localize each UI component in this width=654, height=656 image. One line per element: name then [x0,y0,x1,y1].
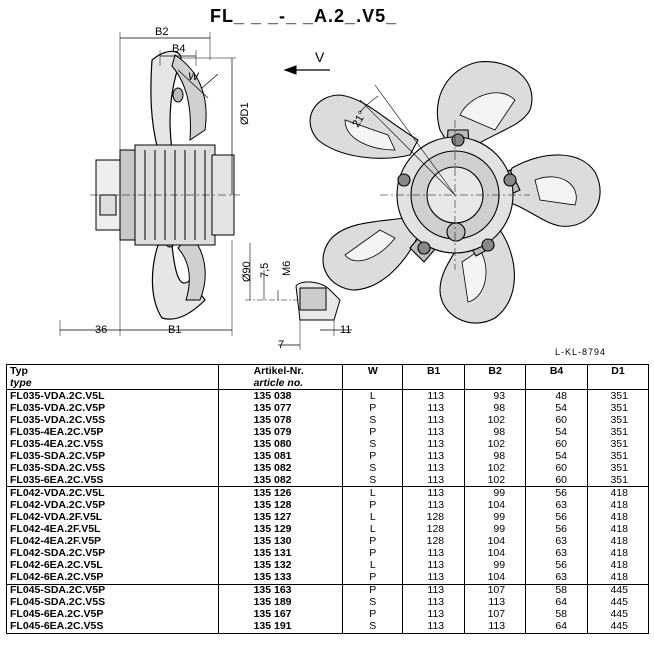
dim-b1-label: B1 [168,324,181,336]
col-header-b2: B2 [464,364,527,377]
col-header-d1: D1 [587,364,649,377]
dim-d90-label: Ø90 [241,261,253,282]
col-header-type-en: type [6,377,219,390]
dim-b2-label: B2 [155,26,168,38]
col-header-typ: Typ [6,364,219,377]
fan-technical-drawing: B2 B4 W ØD1 V 21° Ø90 7,5 M6 36 B1 11 7 [59,26,601,351]
col-header-b4: B4 [525,364,588,377]
dim-d1-label: ØD1 [239,102,251,125]
dim-m6-label: M6 [281,261,293,276]
dim-7-label: 7 [278,339,284,351]
mount-detail [245,243,352,350]
side-view [59,32,330,336]
dim-w-label: W [188,71,200,83]
dim-b4-label: B4 [172,43,185,55]
col-header-b1: B1 [402,364,466,377]
dim-36-label: 36 [95,324,107,336]
spec-table: Typ Artikel-Nr. W B1 B2 B4 D1 type artic… [6,364,649,634]
col-header-art: Artikel-Nr. [218,364,344,377]
spec-table-header: Typ Artikel-Nr. W B1 B2 B4 D1 type artic… [6,364,649,390]
drawing-code: L-KL-8794 [555,347,607,357]
airflow-v-label: V [315,49,325,65]
front-view [309,60,601,324]
col-header-art-en: article no. [218,377,344,390]
col-header-w: W [342,364,404,377]
page-title: FL_ _ _-_ _A.2_.V5_ [210,6,398,26]
dim-d75-label: 7,5 [259,263,271,278]
dim-11-label: 11 [340,324,351,336]
